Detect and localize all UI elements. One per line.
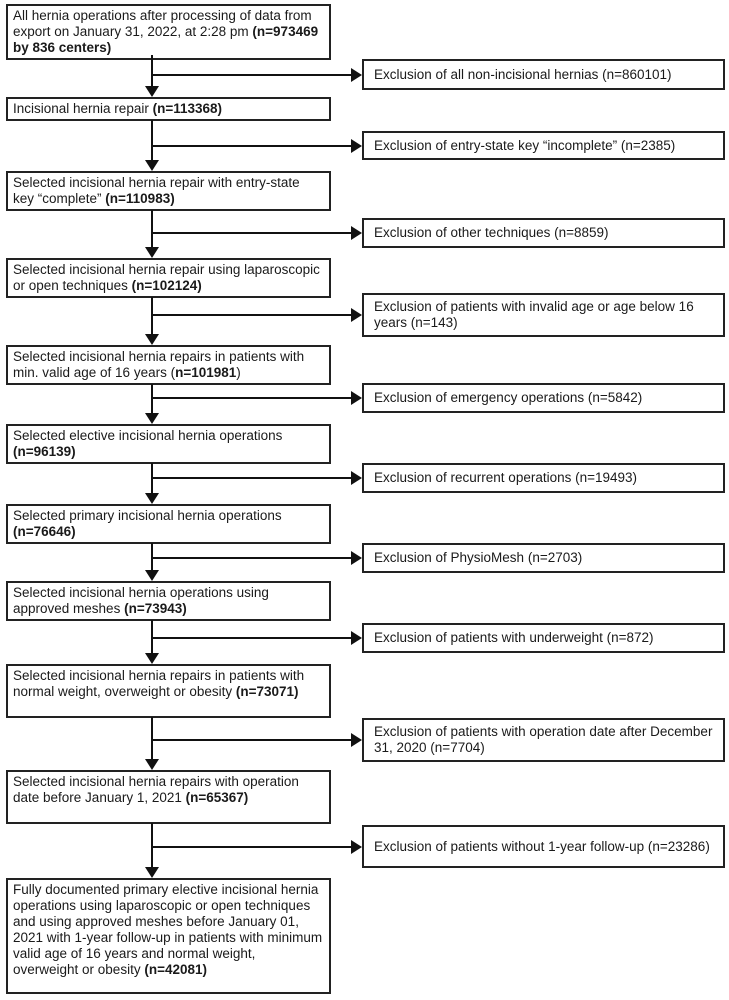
flow-box: Selected incisional hernia operations us… [6, 581, 331, 621]
flow-box-text: Selected incisional hernia repairs in pa… [13, 668, 305, 699]
arrow-down-icon [145, 160, 159, 171]
arrow-right-icon [351, 471, 362, 485]
exclusion-box: Exclusion of patients without 1-year fol… [362, 825, 725, 868]
exclusion-text: Exclusion of entry-state key “incomplete… [374, 137, 676, 153]
exclusion-text: Exclusion of patients with underweight (… [374, 630, 654, 645]
arrow-down-icon [145, 493, 159, 504]
flow-box: Selected incisional hernia repair with e… [6, 171, 331, 211]
exclusion-box: Exclusion of recurrent operations (n=194… [362, 463, 725, 493]
exclusion-text: Exclusion of recurrent operations (n=194… [374, 470, 638, 485]
flow-connector-vertical [151, 384, 153, 414]
exclusion-text: Exclusion of all non-incisional hernias … [374, 66, 672, 82]
flow-box-count: (n=73071) [235, 684, 299, 699]
exclusion-box: Exclusion of PhysioMesh (n=2703) [362, 543, 725, 573]
flow-box: Selected incisional hernia repairs in pa… [6, 664, 331, 718]
exclusion-box: Exclusion of patients with underweight (… [362, 623, 725, 653]
exclusion-text: Exclusion of other techniques (n=8859) [374, 225, 609, 240]
exclusion-box: Exclusion of all non-incisional hernias … [362, 59, 725, 90]
flow-box-count: (n=110983) [105, 191, 175, 206]
flow-box-count: (n=973469 by 836 centers) [13, 24, 319, 55]
flow-connector-vertical [151, 823, 153, 868]
arrow-right-icon [351, 226, 362, 240]
flow-box-count: (n=76646) [13, 524, 76, 539]
flow-box-text: Selected elective incisional hernia oper… [13, 428, 283, 443]
arrow-right-icon [351, 139, 362, 153]
flow-connector-horizontal [151, 145, 351, 147]
flow-connector-vertical [151, 717, 153, 760]
flow-box-text: Selected incisional hernia repairs with … [13, 774, 299, 805]
flow-connector-horizontal [151, 739, 351, 741]
arrow-right-icon [351, 733, 362, 747]
flow-box-text: Selected incisional hernia repair with e… [13, 175, 300, 206]
arrow-right-icon [351, 840, 362, 854]
flow-connector-vertical [151, 297, 153, 335]
arrow-down-icon [145, 247, 159, 258]
exclusion-box: Exclusion of entry-state key “incomplete… [362, 131, 725, 160]
flow-connector-horizontal [151, 314, 351, 316]
arrow-down-icon [145, 867, 159, 878]
flow-connector-vertical [151, 55, 153, 87]
flow-box-text: Incisional hernia repair [13, 101, 153, 116]
flow-box: All hernia operations after processing o… [6, 4, 331, 60]
flow-box: Selected primary incisional hernia opera… [6, 504, 331, 544]
flow-box-text: All hernia operations after processing o… [13, 8, 312, 39]
arrow-right-icon [351, 391, 362, 405]
arrow-down-icon [145, 759, 159, 770]
flow-connector-vertical [151, 120, 153, 161]
exclusion-box: Exclusion of emergency operations (n=584… [362, 383, 725, 413]
flow-connector-horizontal [151, 397, 351, 399]
flow-box-text: Selected incisional hernia repairs in pa… [13, 349, 305, 380]
flow-box-count: (n=96139) [13, 444, 76, 459]
flow-box: Selected incisional hernia repairs in pa… [6, 345, 331, 385]
flow-box-count: n=101981 [175, 365, 237, 380]
flow-box-count: (n=42081) [144, 962, 207, 977]
flow-connector-horizontal [151, 557, 351, 559]
arrow-down-icon [145, 86, 159, 97]
arrow-right-icon [351, 68, 362, 82]
flow-box-text: Selected primary incisional hernia opera… [13, 508, 282, 523]
flow-box-text: Fully documented primary elective incisi… [13, 882, 323, 977]
flow-box: Selected incisional hernia repair using … [6, 258, 331, 298]
flow-box: Selected elective incisional hernia oper… [6, 424, 331, 464]
exclusion-text: Exclusion of PhysioMesh (n=2703) [374, 550, 583, 565]
flow-box-text-after: ) [236, 365, 241, 380]
arrow-right-icon [351, 551, 362, 565]
flow-connector-horizontal [151, 74, 351, 76]
exclusion-text: Exclusion of patients with invalid age o… [374, 299, 694, 330]
flow-box-count: (n=73943) [124, 601, 187, 616]
arrow-down-icon [145, 413, 159, 424]
flow-box-text: Selected incisional hernia operations us… [13, 585, 269, 616]
arrow-right-icon [351, 631, 362, 645]
arrow-right-icon [351, 308, 362, 322]
flow-box-final: Fully documented primary elective incisi… [6, 878, 331, 994]
flow-connector-horizontal [151, 477, 351, 479]
flow-box-text: Selected incisional hernia repair using … [13, 262, 320, 293]
flow-box-count: (n=102124) [131, 278, 202, 293]
flow-box: Selected incisional hernia repairs with … [6, 770, 331, 824]
exclusion-box: Exclusion of patients with operation dat… [362, 718, 725, 762]
flow-connector-vertical [151, 210, 153, 248]
arrow-down-icon [145, 334, 159, 345]
exclusion-text: Exclusion of patients without 1-year fol… [374, 838, 710, 854]
flow-connector-horizontal [151, 637, 351, 639]
flow-box: Incisional hernia repair (n=113368) [6, 97, 331, 121]
flow-box-count: (n=65367) [185, 790, 249, 805]
arrow-down-icon [145, 570, 159, 581]
flow-connector-horizontal [151, 846, 351, 848]
exclusion-box: Exclusion of other techniques (n=8859) [362, 218, 725, 248]
arrow-down-icon [145, 653, 159, 664]
exclusion-box: Exclusion of patients with invalid age o… [362, 293, 725, 337]
exclusion-text: Exclusion of patients with operation dat… [374, 724, 713, 755]
flow-box-count: (n=113368) [152, 101, 223, 116]
flow-connector-horizontal [151, 232, 351, 234]
exclusion-text: Exclusion of emergency operations (n=584… [374, 390, 643, 405]
